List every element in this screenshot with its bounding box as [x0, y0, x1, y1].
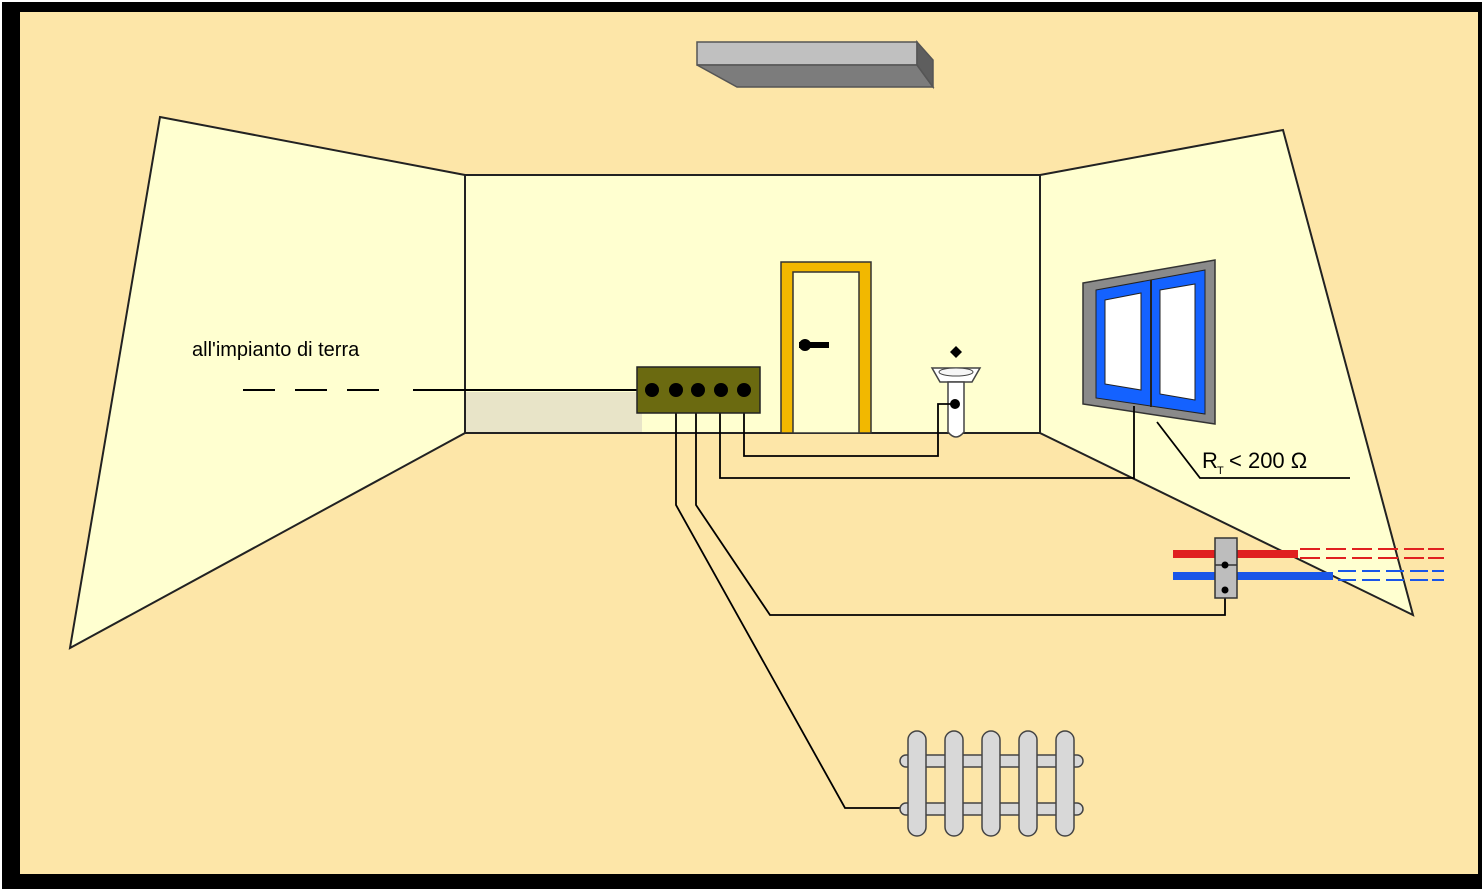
earth-system-label: all'impianto di terra — [192, 339, 360, 361]
main-earthing-terminal — [636, 366, 761, 414]
svg-text:T: T — [1217, 465, 1224, 477]
right-wall — [1039, 128, 1415, 617]
door — [780, 261, 872, 434]
window — [1082, 259, 1216, 425]
radiator — [899, 730, 1084, 837]
ceiling-lamp — [696, 40, 935, 90]
door-handle-icon — [799, 342, 829, 348]
floor-shadow — [466, 392, 642, 432]
resistance-label: R T < 200 Ω — [1202, 448, 1307, 477]
water-pipes — [1173, 537, 1444, 599]
svg-text:< 200 Ω: < 200 Ω — [1229, 448, 1307, 473]
sink — [930, 346, 982, 438]
bonding-conductors — [675, 390, 1350, 809]
svg-text:R: R — [1202, 448, 1218, 473]
